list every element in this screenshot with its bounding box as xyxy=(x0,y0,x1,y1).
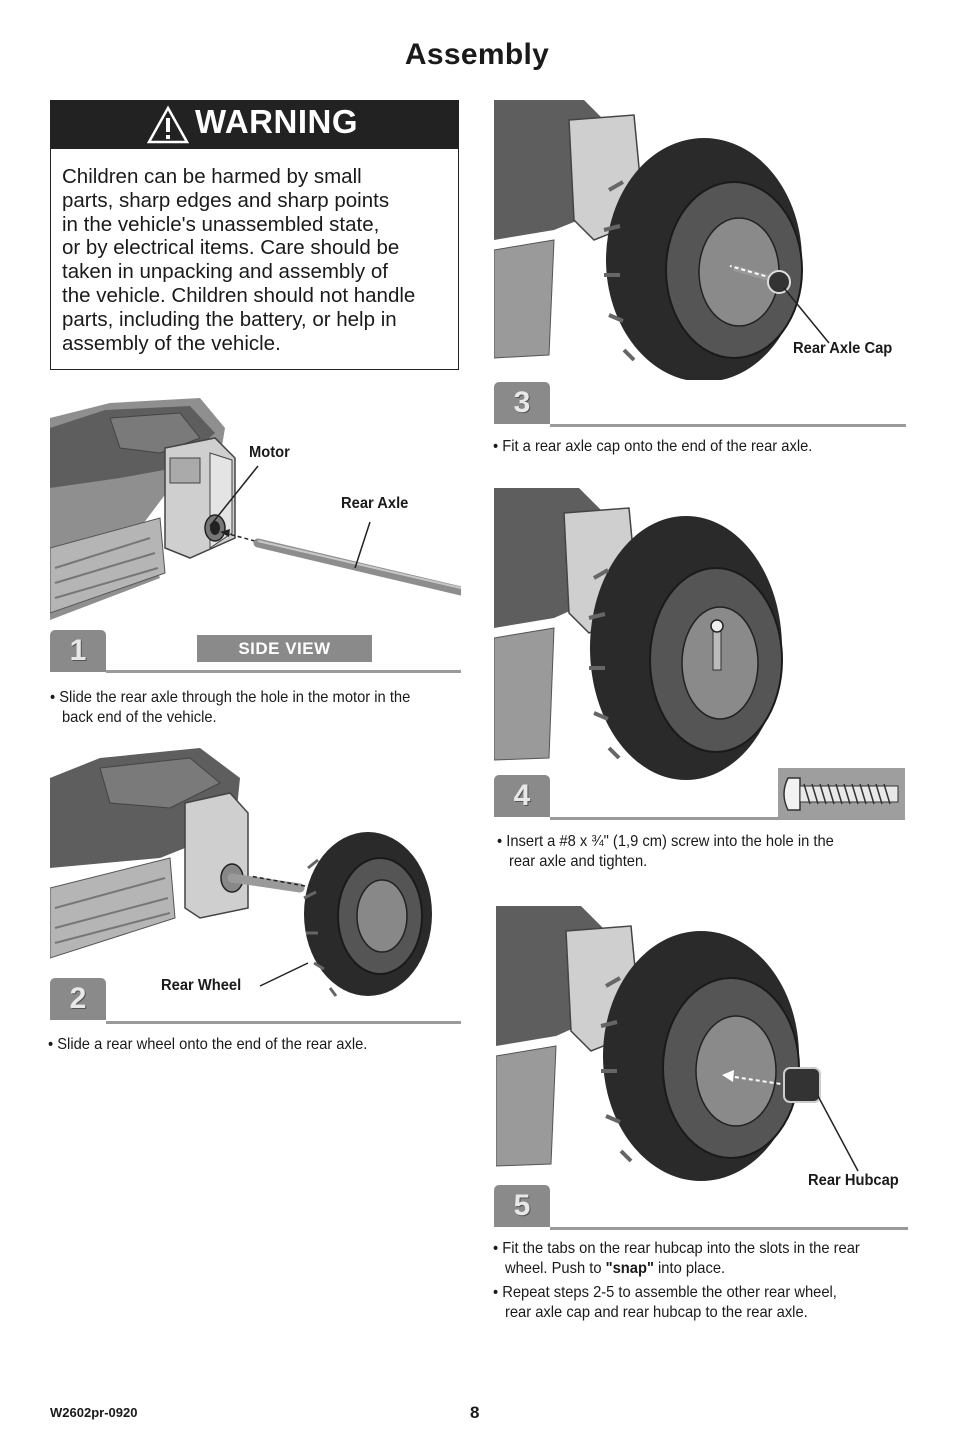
warning-line: assembly of the vehicle. xyxy=(62,331,281,355)
warning-line: the vehicle. Children should not handle xyxy=(62,283,416,307)
warning-line: taken in unpacking and assembly of xyxy=(62,260,388,284)
step4-bar: 4 xyxy=(494,775,906,821)
wheel-hubcap-illustration xyxy=(496,906,859,1181)
side-view-tag: SIDE VIEW xyxy=(197,635,372,662)
rear-wheel-label: Rear Wheel xyxy=(161,977,242,994)
warning-line: Children can be harmed by small xyxy=(62,165,362,188)
step5-caption: • Fit the tabs on the rear hubcap into t… xyxy=(493,1239,916,1323)
warning-triangle-icon xyxy=(147,105,189,144)
step1-caption: • Slide the rear axle through the hole i… xyxy=(50,688,455,728)
step-divider xyxy=(550,1227,908,1230)
step2-bar: 2 xyxy=(50,978,461,1024)
warning-line: parts, including the battery, or help in xyxy=(62,307,397,331)
step-number-badge: 3 xyxy=(494,382,550,424)
step2-illustration xyxy=(50,748,461,998)
step-number-badge: 4 xyxy=(494,775,550,817)
caption-line: • Repeat steps 2-5 to assemble the other… xyxy=(493,1284,837,1301)
caption-line: back end of the vehicle. xyxy=(61,709,217,726)
screw-detail xyxy=(778,768,905,820)
step2-caption: • Slide a rear wheel onto the end of the… xyxy=(48,1036,368,1053)
warning-line: parts, sharp edges and sharp points xyxy=(62,188,390,212)
caption-line: • Insert a #8 x ¾" (1,9 cm) screw into t… xyxy=(497,833,834,850)
step5-illustration xyxy=(496,906,908,1186)
caption-text: into place. xyxy=(653,1260,726,1277)
step3-caption: • Fit a rear axle cap onto the end of th… xyxy=(493,438,813,455)
caption-line: • Slide the rear axle through the hole i… xyxy=(50,689,411,706)
step3-bar: 3 xyxy=(494,382,906,428)
warning-text: Children can be harmed by small parts, s… xyxy=(62,165,452,355)
rear-hubcap-label: Rear Hubcap xyxy=(808,1172,899,1189)
document-code: W2602pr-0920 xyxy=(50,1405,138,1420)
snap-emphasis: "snap" xyxy=(605,1260,654,1277)
vehicle-wheel-illustration xyxy=(50,748,432,997)
step5-bar: 5 xyxy=(494,1185,908,1231)
step-divider xyxy=(106,670,461,673)
caption-text: wheel. Push to xyxy=(504,1260,606,1277)
page-title: Assembly xyxy=(404,38,550,71)
caption-line: • Fit the tabs on the rear hubcap into t… xyxy=(493,1240,860,1257)
step-number-badge: 2 xyxy=(50,978,106,1020)
page-number: 8 xyxy=(470,1403,480,1422)
warning-line: in the vehicle's unassembled state, xyxy=(62,212,380,236)
caption-line: rear axle cap and rear hubcap to the rea… xyxy=(504,1304,808,1321)
wheel-screw-illustration xyxy=(494,488,783,780)
vehicle-motor-illustration xyxy=(50,398,461,620)
wheel-axle-cap-illustration xyxy=(494,100,830,380)
screw-icon xyxy=(783,777,899,811)
step-divider xyxy=(550,424,906,427)
warning-heading: WARNING xyxy=(195,103,358,140)
step1-illustration xyxy=(50,398,461,620)
caption-line: rear axle and tighten. xyxy=(508,853,648,870)
step3-illustration xyxy=(494,100,906,380)
step-divider xyxy=(550,817,780,820)
motor-label: Motor xyxy=(249,444,290,461)
warning-box: WARNING Children can be harmed by small … xyxy=(50,100,459,370)
step-number-badge: 5 xyxy=(494,1185,550,1227)
warning-line: or by electrical items. Care should be xyxy=(62,236,400,260)
rear-axle-label: Rear Axle xyxy=(341,495,409,512)
step4-illustration xyxy=(494,488,906,780)
warning-header: WARNING xyxy=(51,101,458,149)
step-divider xyxy=(106,1021,461,1024)
step-number-badge: 1 xyxy=(50,630,106,672)
step4-caption: • Insert a #8 x ¾" (1,9 cm) screw into t… xyxy=(497,832,902,872)
rear-axle-cap-label: Rear Axle Cap xyxy=(793,340,893,357)
step1-bar: 1 xyxy=(50,630,461,676)
caption-line: wheel. Push to "snap" into place. xyxy=(493,1259,916,1279)
